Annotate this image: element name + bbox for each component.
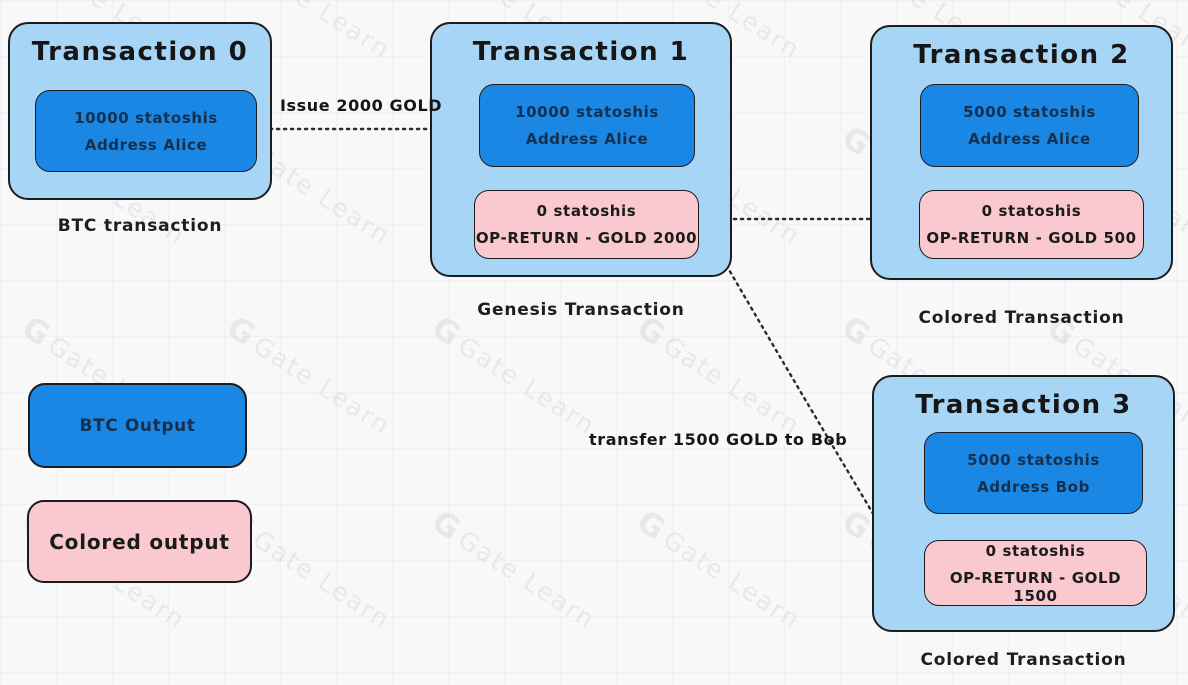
transaction-0-caption: BTC transaction	[57, 216, 223, 236]
transaction-2-card: Transaction 2 5000 statoshis Address Ali…	[870, 25, 1173, 280]
output-address: Address Bob	[977, 477, 1090, 496]
transaction-2-title: Transaction 2	[913, 40, 1130, 70]
output-op-return: OP-RETURN - GOLD 500	[926, 229, 1137, 247]
gate-learn-watermark: GGate Learn	[425, 503, 603, 636]
transfer-arrow-label: transfer 1500 GOLD to Bob	[589, 430, 848, 449]
transaction-1-card: Transaction 1 10000 statoshis Address Al…	[430, 22, 732, 277]
output-op-return: OP-RETURN - GOLD 2000	[475, 229, 698, 247]
watermark-text: Gate Learn	[452, 524, 601, 635]
output-amount: 10000 statoshis	[74, 108, 218, 127]
legend-btc-output: BTC Output	[28, 383, 247, 468]
output-amount: 0 statoshis	[536, 202, 637, 220]
transaction-0-title: Transaction 0	[31, 37, 249, 67]
gate-learn-watermark: GGate Learn	[425, 309, 603, 442]
watermark-text: Gate Learn	[247, 330, 396, 441]
transaction-1-title: Transaction 1	[472, 37, 690, 67]
output-amount: 0 statoshis	[981, 202, 1082, 220]
transaction-2-caption: Colored Transaction	[918, 308, 1125, 328]
output-address: Address Alice	[84, 135, 208, 154]
gate-learn-watermark: GGate Learn	[630, 309, 808, 442]
watermark-text: Gate Learn	[657, 330, 806, 441]
gate-learn-watermark: GGate Learn	[220, 309, 398, 442]
transaction-2-btc-output: 5000 statoshis Address Alice	[920, 84, 1139, 167]
output-amount: 10000 statoshis	[515, 103, 659, 121]
watermark-text: Gate Learn	[247, 524, 396, 635]
transaction-1-btc-output: 10000 statoshis Address Alice	[479, 84, 695, 167]
output-amount: 5000 statoshis	[967, 450, 1100, 469]
transaction-3-caption: Colored Transaction	[920, 650, 1127, 670]
transaction-3-btc-output: 5000 statoshis Address Bob	[924, 432, 1143, 514]
output-address: Address Alice	[968, 130, 1091, 148]
transaction-2-colored-output: 0 statoshis OP-RETURN - GOLD 500	[919, 190, 1144, 259]
gate-logo-watermark: G	[220, 309, 264, 355]
output-address: Address Alice	[525, 130, 649, 148]
transfer-1500-arrow	[700, 221, 900, 559]
transaction-0-btc-output: 10000 statoshis Address Alice	[35, 90, 257, 172]
issue-arrow	[261, 118, 456, 140]
output-op-return: OP-RETURN - GOLD 1500	[949, 568, 1122, 605]
transaction-1-colored-output: 0 statoshis OP-RETURN - GOLD 2000	[474, 190, 699, 259]
transaction-0-card: Transaction 0 10000 statoshis Address Al…	[8, 22, 272, 200]
gate-logo-watermark: G	[15, 309, 59, 355]
output-amount: 0 statoshis	[985, 541, 1086, 560]
issue-arrow-label: Issue 2000 GOLD	[280, 96, 443, 115]
transaction-3-colored-output: 0 statoshis OP-RETURN - GOLD 1500	[924, 540, 1147, 606]
transaction-1-caption: Genesis Transaction	[477, 300, 685, 320]
watermark-text: Gate Learn	[657, 524, 806, 635]
gate-logo-watermark: G	[630, 503, 674, 549]
gate-logo-watermark: G	[425, 503, 469, 549]
transaction-3-title: Transaction 3	[915, 390, 1132, 420]
legend-colored-output: Colored output	[27, 500, 252, 583]
transaction-3-card: Transaction 3 5000 statoshis Address Bob…	[872, 375, 1175, 632]
watermark-text: Gate Learn	[452, 330, 601, 441]
output-amount: 5000 statoshis	[963, 103, 1096, 121]
gate-learn-watermark: GGate Learn	[630, 503, 808, 636]
